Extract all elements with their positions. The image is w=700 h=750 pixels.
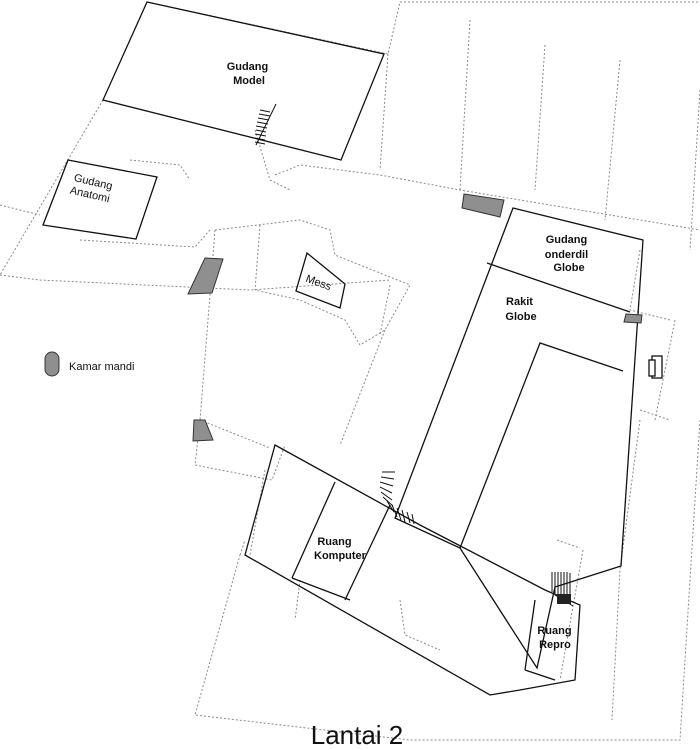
bathroom-legend-icon xyxy=(44,351,60,377)
lower-building xyxy=(244,444,581,696)
bathroom-fixture xyxy=(192,419,214,442)
stairs-repro xyxy=(551,572,574,607)
stairs-spiral xyxy=(379,471,415,525)
solid-walls xyxy=(42,1,644,696)
floor-title: Lantai 2 xyxy=(311,720,404,750)
globe-building xyxy=(394,207,644,670)
label-ruang-komputer: Ruang Komputer xyxy=(314,536,367,562)
label-mess: Mess xyxy=(304,273,333,293)
gudang-anatomi-room xyxy=(42,159,158,240)
label-ruang-repro: Ruang Repro xyxy=(537,625,574,651)
label-gudang-anatomi: Gudang Anatomi xyxy=(69,172,117,206)
bathroom-fixtures xyxy=(187,193,663,442)
bathroom-fixture xyxy=(187,257,224,295)
legend: Kamar mandi xyxy=(44,351,134,377)
stairs-gudang-model xyxy=(254,103,277,146)
room-labels: Gudang Model Gudang Anatomi Mess Gudang … xyxy=(69,61,591,651)
legend-label-kamar-mandi: Kamar mandi xyxy=(69,361,134,373)
label-gudang-onderdil-globe: Gudang onderdil Globe xyxy=(545,234,591,274)
label-rakit-globe: Rakit Globe xyxy=(505,296,536,323)
bathroom-fixture xyxy=(461,193,505,218)
bathroom-fixture xyxy=(623,313,643,324)
gudang-model-room xyxy=(102,1,385,161)
mess-room xyxy=(295,251,346,309)
label-gudang-model: Gudang Model xyxy=(227,61,272,87)
